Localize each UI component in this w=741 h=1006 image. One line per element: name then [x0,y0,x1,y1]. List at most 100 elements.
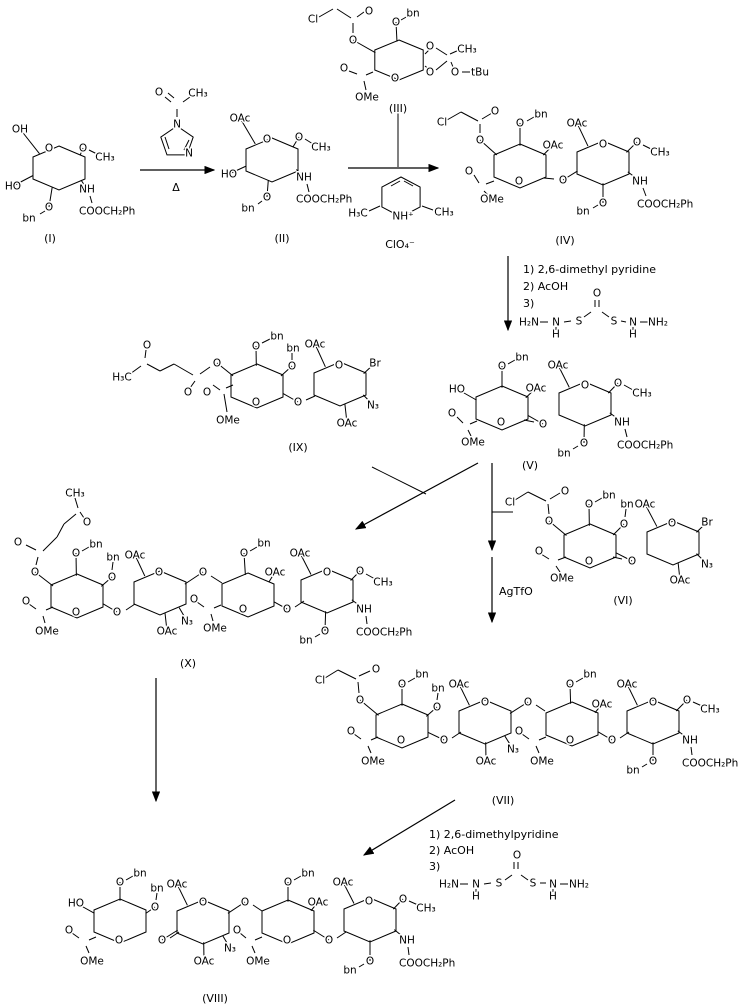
substituent-bond [161,929,178,941]
ring-bond [458,699,512,745]
substituent-bond [296,169,305,178]
atom-label: O [614,378,622,390]
bond-line [129,365,142,375]
annotation-text: Δ [172,181,180,194]
substituent-bond [594,703,603,714]
annotation-text: 1) 2,6-dimethyl pyridine [523,263,656,276]
bond-line [557,556,567,561]
bond-line [42,615,46,624]
substituent-bond [102,603,118,613]
bond-line [365,615,368,625]
bond-line [624,508,627,518]
bond-line [337,669,357,680]
bond-line [336,8,352,19]
atom-label: O [545,516,553,528]
atom-label: NH [614,417,630,429]
bond-line [535,745,540,754]
atom-label: N₃ [181,616,193,628]
ring-bond [221,572,275,618]
ring-bond [558,381,612,427]
atom-label: O [116,877,124,889]
atom-label: O [155,567,163,579]
ring-bond [545,701,599,747]
atom-label: NH [296,172,312,184]
atom-label: bn [89,539,102,551]
bond-line [370,736,379,741]
atom-label: bn [626,765,639,777]
bond-line [358,670,371,677]
atom-label: OAc [157,626,178,638]
atom-label: O [372,664,380,676]
atom-label: H [472,891,480,903]
ring-bond [646,520,700,566]
atom-label: O [516,118,524,130]
bond-line [407,677,416,683]
bond-line [451,731,462,739]
atom-label: OAc [167,879,188,891]
atom-label: bn [515,352,528,364]
bond-line [293,875,302,881]
bond-line [535,704,546,712]
atom-label: CH₃ [188,88,207,100]
reaction-arrow [362,799,456,856]
bond-line [549,492,561,500]
compound-label: (X) [180,657,196,670]
atom-label: H₂N [439,879,459,891]
atom-label: O [649,697,657,709]
bond-line [620,320,627,323]
bond-line [514,491,529,501]
substituent-bond [677,562,681,581]
atom-label: COOCH₂Ph [637,199,693,211]
substituent-bond [222,935,231,949]
atom-label: O [83,517,91,529]
substituent-bond [273,601,288,610]
atom-label: O [321,626,329,638]
atom-label: O [465,166,473,178]
atom-label: O [476,135,484,147]
bond-line [403,180,414,187]
substituent-bond [607,382,619,394]
substituent-bond [427,731,445,741]
atom-label: O [213,358,221,370]
compound-II [228,117,314,205]
bond-line [155,892,158,901]
atom-label: O [22,596,30,608]
bond-line [473,174,480,184]
bond-line [199,366,211,375]
atom-label: O [397,735,405,747]
atom-label: O [481,697,489,709]
bond-line [173,363,194,376]
bond-line [356,11,365,18]
atom-label: O [433,702,441,714]
substituent-bond [268,571,276,583]
atom-label: O [79,143,87,155]
reaction-arrow [354,462,479,530]
bond-line [159,363,175,372]
atom-label: Br [369,358,381,370]
substituent-bond [458,683,470,706]
bond-line [507,359,516,365]
substituent-bond [178,607,188,622]
compound-III [318,8,470,91]
atom-label: O [108,572,116,584]
bond-line [125,603,136,611]
substituent-bond [282,392,299,403]
bond-line [88,936,97,941]
bond-line [641,763,648,768]
atom-label: OAc [290,548,311,560]
atom-label: COOCH₂Ph [79,206,135,218]
atom-label: O [349,35,357,47]
atom-label: bn [106,552,119,564]
bond-line [612,556,623,560]
atom-label: O [284,877,292,889]
bond-line [390,180,401,187]
atom-label: Cl [437,117,447,129]
substituent-bond [100,576,113,587]
bond-line [363,80,367,91]
annotation-text: AgTfO [499,585,533,598]
bond-line [523,419,535,423]
substituent-bond [19,128,40,154]
substituent-bond [696,521,708,533]
atom-label: O [515,726,523,738]
